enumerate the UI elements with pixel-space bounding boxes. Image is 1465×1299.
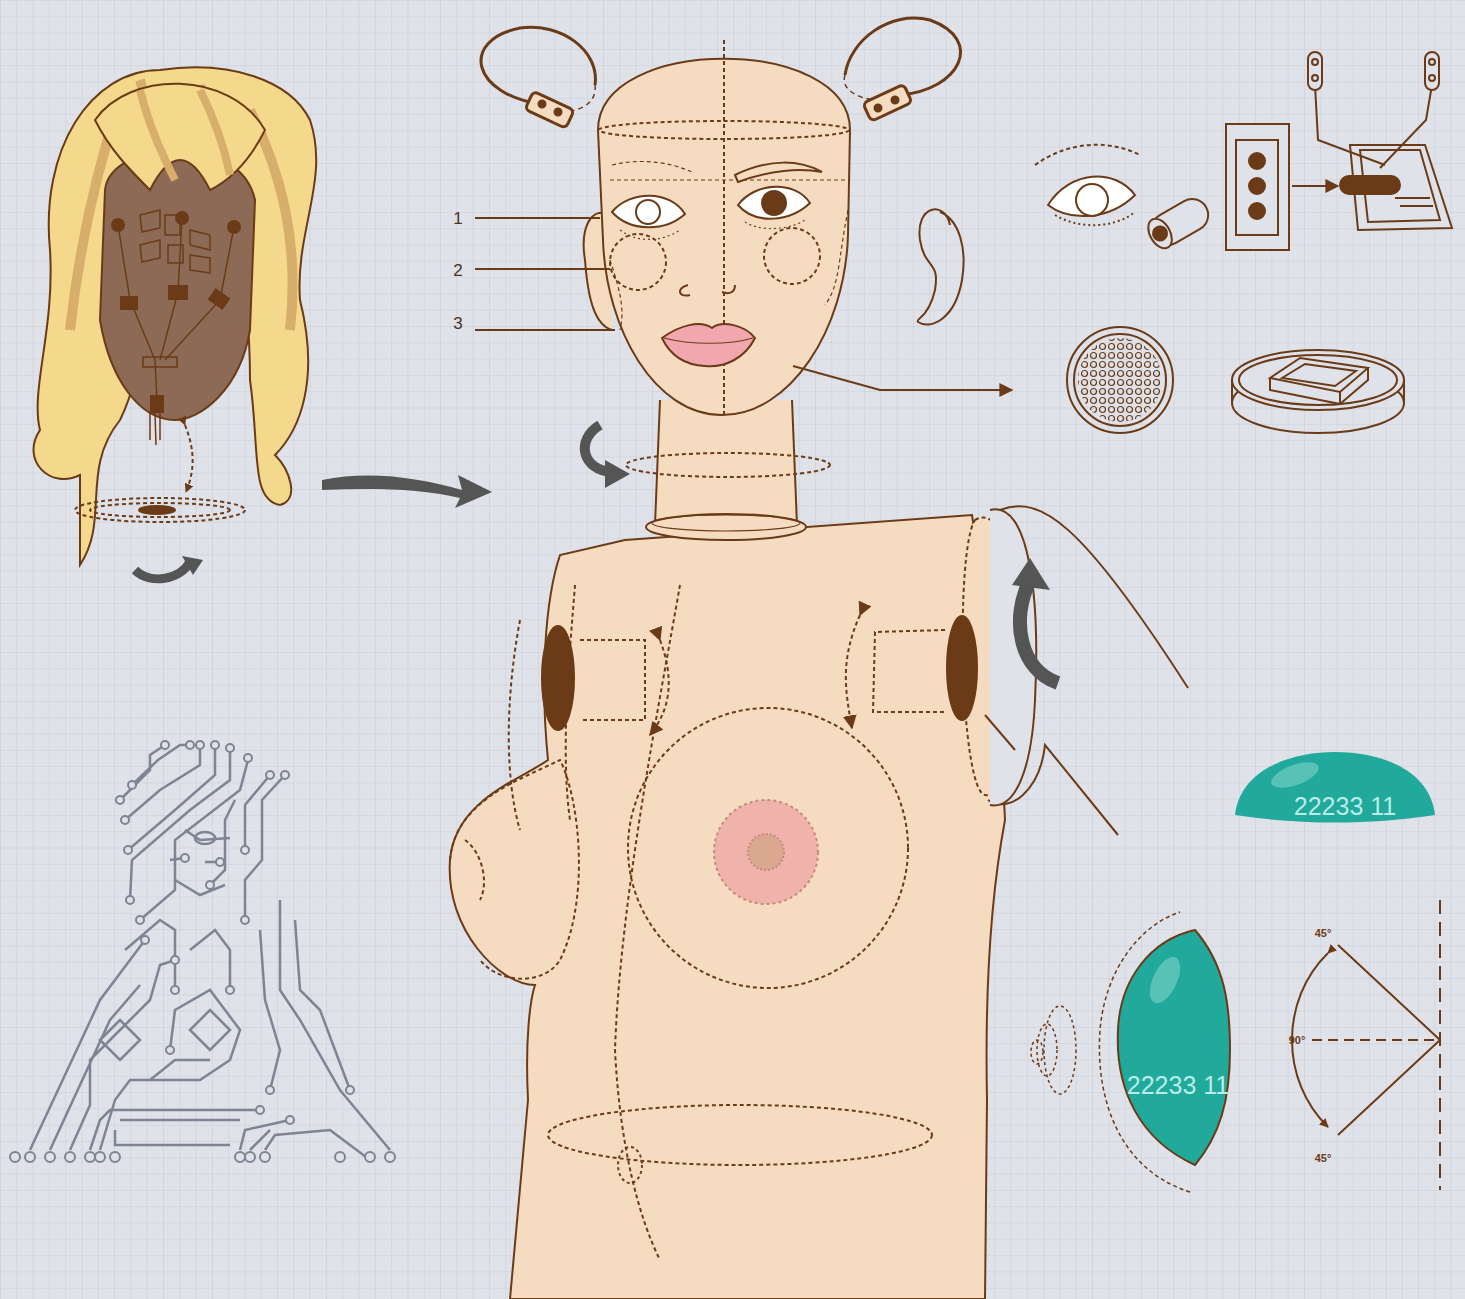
rotate-arrow — [135, 562, 190, 579]
wig — [34, 67, 317, 565]
ear — [918, 209, 964, 324]
lens-code: 22233 11 — [1127, 1073, 1229, 1098]
rotate-arrow-head — [182, 556, 203, 575]
rotate-arrow — [1020, 580, 1058, 683]
head — [584, 40, 850, 415]
callout-number: 1 — [453, 210, 462, 227]
angle-label: 90° — [1289, 1035, 1306, 1046]
lens-side — [1031, 912, 1230, 1192]
torso — [450, 400, 1005, 1299]
circuit-figure — [10, 741, 395, 1162]
lens-code: 22233 11 — [1294, 794, 1396, 819]
lens-top — [1235, 752, 1435, 823]
callout-number: 2 — [453, 262, 462, 279]
arm-socket — [947, 506, 1188, 835]
mouth-unit — [1232, 350, 1404, 433]
eye-module — [1035, 52, 1452, 252]
attach-arrow — [322, 475, 492, 508]
callout-number: 3 — [453, 315, 462, 332]
rotate-arrow-head — [605, 460, 630, 488]
rotate-arrow-head — [1012, 558, 1050, 590]
angle-label: 45° — [1315, 928, 1332, 939]
speaker-grille — [1067, 327, 1173, 433]
angle-diagram — [1292, 900, 1440, 1190]
angle-label: 45° — [1315, 1153, 1332, 1164]
